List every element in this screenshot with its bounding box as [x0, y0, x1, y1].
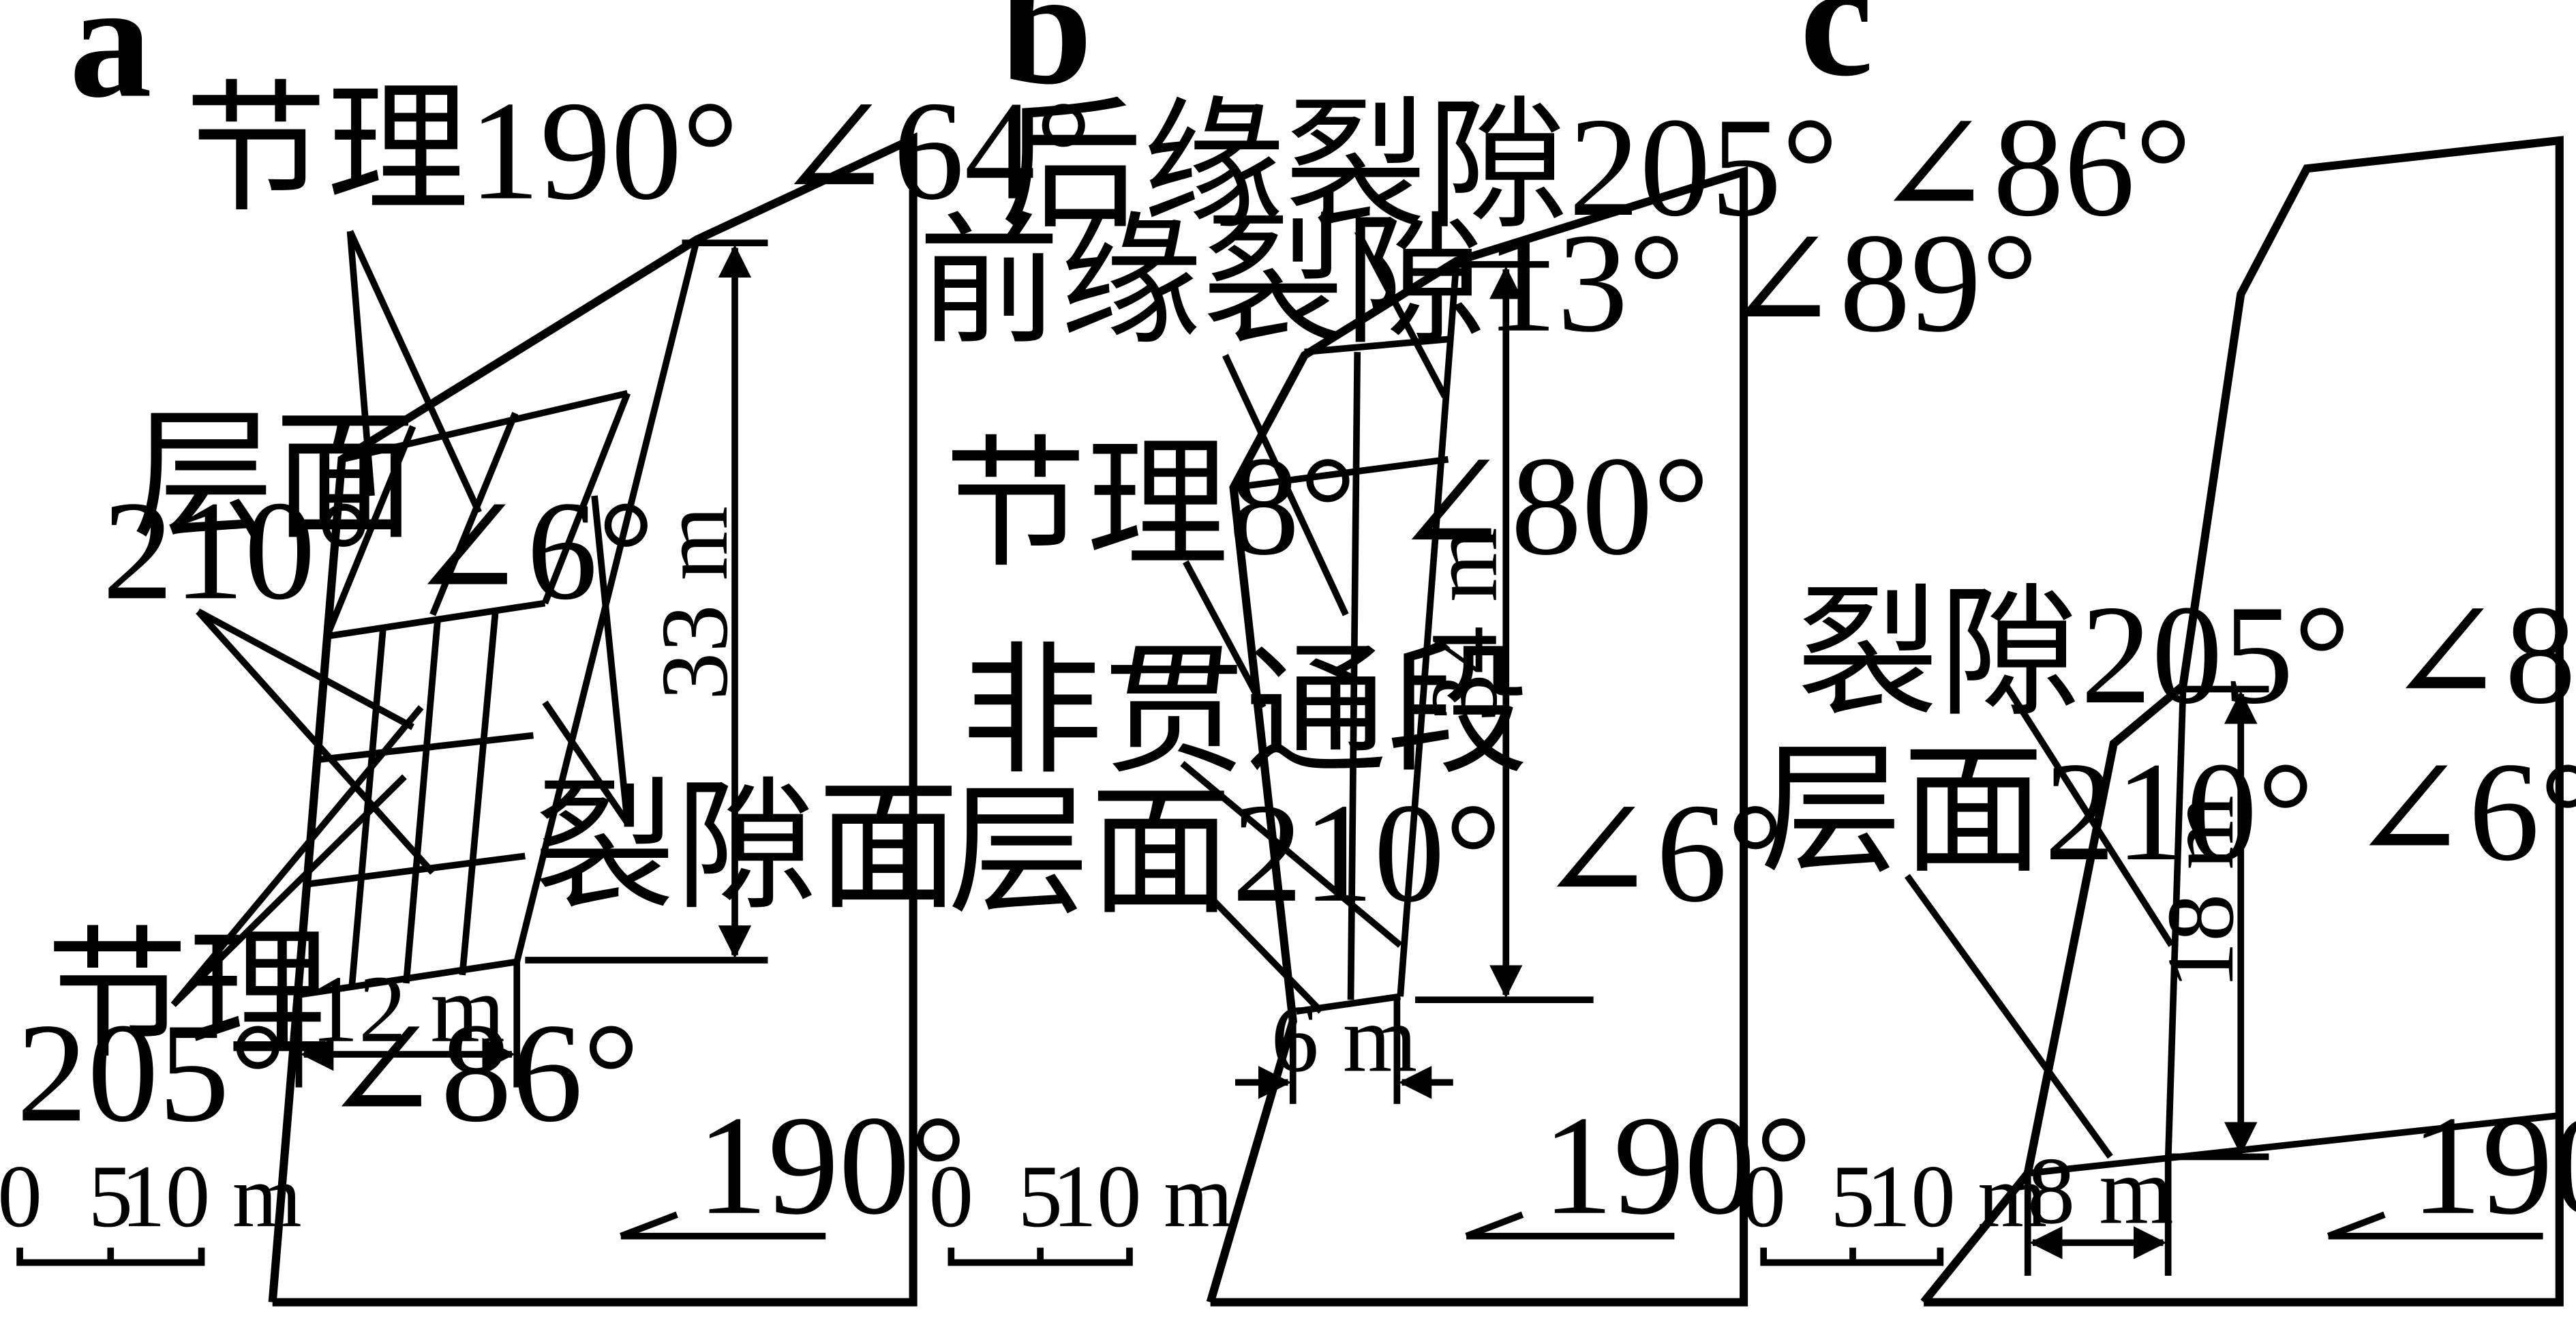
panel-c-bedding-label: 层面210° ∠6° [1760, 733, 2576, 891]
panel-a-bedding-label-line2: 210° ∠6° [102, 472, 654, 629]
panel-a-width-dimension: 12 m [295, 957, 521, 1088]
panel-a-width-label: 12 m [311, 957, 505, 1062]
panel-a-height-label: 33 m [642, 506, 748, 700]
panel-c-direction-label: 190° [2411, 1087, 2576, 1244]
panel-c-height-label: 18 m [2148, 795, 2254, 989]
panel-b-scale-tick-0: 0 [929, 1147, 973, 1246]
panel-b-scale-tick-5: 5 [1018, 1147, 1062, 1246]
panel-b-height-dimension: 34 m [1412, 260, 1594, 1004]
panel-b-slope-outline [1206, 166, 1748, 1307]
panel-a-letter: a [70, 0, 152, 132]
panel-b-rock-block [1232, 260, 1460, 1015]
panel-c-scale-tick-5: 5 [1830, 1147, 1875, 1246]
panel-c-rock-block [2027, 690, 2560, 1177]
panel-b-scale-tick-10: 10 m [1052, 1147, 1233, 1246]
panel-a-slope-outline [268, 132, 918, 1307]
panel-c-width-label: 8 m [2027, 1138, 2174, 1244]
panel-b-joint-label: 节理8° ∠80° [945, 428, 1710, 585]
panel-b-rear-fissure-label: 后缘裂隙205° ∠86° [1001, 89, 2192, 246]
panel-b: b 34 m 6 m 后缘裂 [918, 0, 2192, 1307]
panel-c-width-dimension: 8 m [2024, 1138, 2174, 1276]
panel-b-direction-indicator: 190° [1465, 1087, 1813, 1244]
panel-c-leader-lines [1904, 684, 2175, 1159]
panel-a-bedding-label-line1: 层面 [132, 400, 416, 557]
panel-c-scale-bar: 0 5 10 m [1741, 1147, 2047, 1266]
panel-a-scale-tick-10: 10 m [121, 1147, 301, 1246]
panel-b-letter: b [1001, 0, 1093, 119]
panel-a-scale-tick-5: 5 [89, 1147, 133, 1246]
panel-b-leader-lines [1180, 230, 1448, 1014]
panel-c: c 18 m 8 m 裂隙205° ∠89° 层面210° ∠6° [1741, 0, 2576, 1307]
panel-b-height-label: 34 m [1412, 528, 1517, 722]
panel-c-direction-indicator: 190° [2327, 1087, 2576, 1244]
panel-a-scale-bar: 0 5 10 m [0, 1147, 302, 1266]
panel-a: a [0, 0, 1092, 1307]
panel-b-direction-label: 190° [1543, 1087, 1813, 1244]
panel-a-scale-tick-0: 0 [0, 1147, 42, 1246]
panel-a-height-dimension: 33 m [525, 239, 768, 964]
panel-c-fissure-label: 裂隙205° ∠89° [1797, 576, 2576, 734]
panel-a-joint-top-label: 节理190° ∠64° [185, 72, 1092, 230]
panel-a-leader-lines [170, 230, 631, 1007]
panel-a-direction-label: 190° [697, 1087, 967, 1244]
panel-b-width-label: 6 m [1271, 986, 1418, 1092]
panel-b-front-fissure-label: 前缘裂隙13° ∠89° [918, 205, 2038, 362]
panel-a-joint-bottom-label-line1: 节理 [46, 919, 331, 1076]
panel-c-slope-outline [1920, 136, 2564, 1307]
panel-c-height-dimension: 18 m [2148, 685, 2269, 1161]
panel-c-scale-tick-0: 0 [1741, 1147, 1785, 1246]
panel-a-direction-indicator: 190° [620, 1087, 967, 1244]
panel-c-letter: c [1800, 0, 1873, 110]
panel-b-width-dimension: 6 m [1234, 986, 1453, 1104]
panel-b-non-through-label: 非贯通段 [961, 634, 1529, 792]
panel-c-scale-tick-10: 10 m [1866, 1147, 2047, 1246]
panel-a-joint-bottom-label-line2: 205° ∠86° [16, 994, 639, 1152]
panel-a-fissure-face-label: 裂隙面 [533, 769, 959, 927]
panel-b-bedding-label: 层面210° ∠6° [948, 775, 1784, 932]
panel-b-scale-bar: 0 5 10 m [929, 1147, 1233, 1266]
